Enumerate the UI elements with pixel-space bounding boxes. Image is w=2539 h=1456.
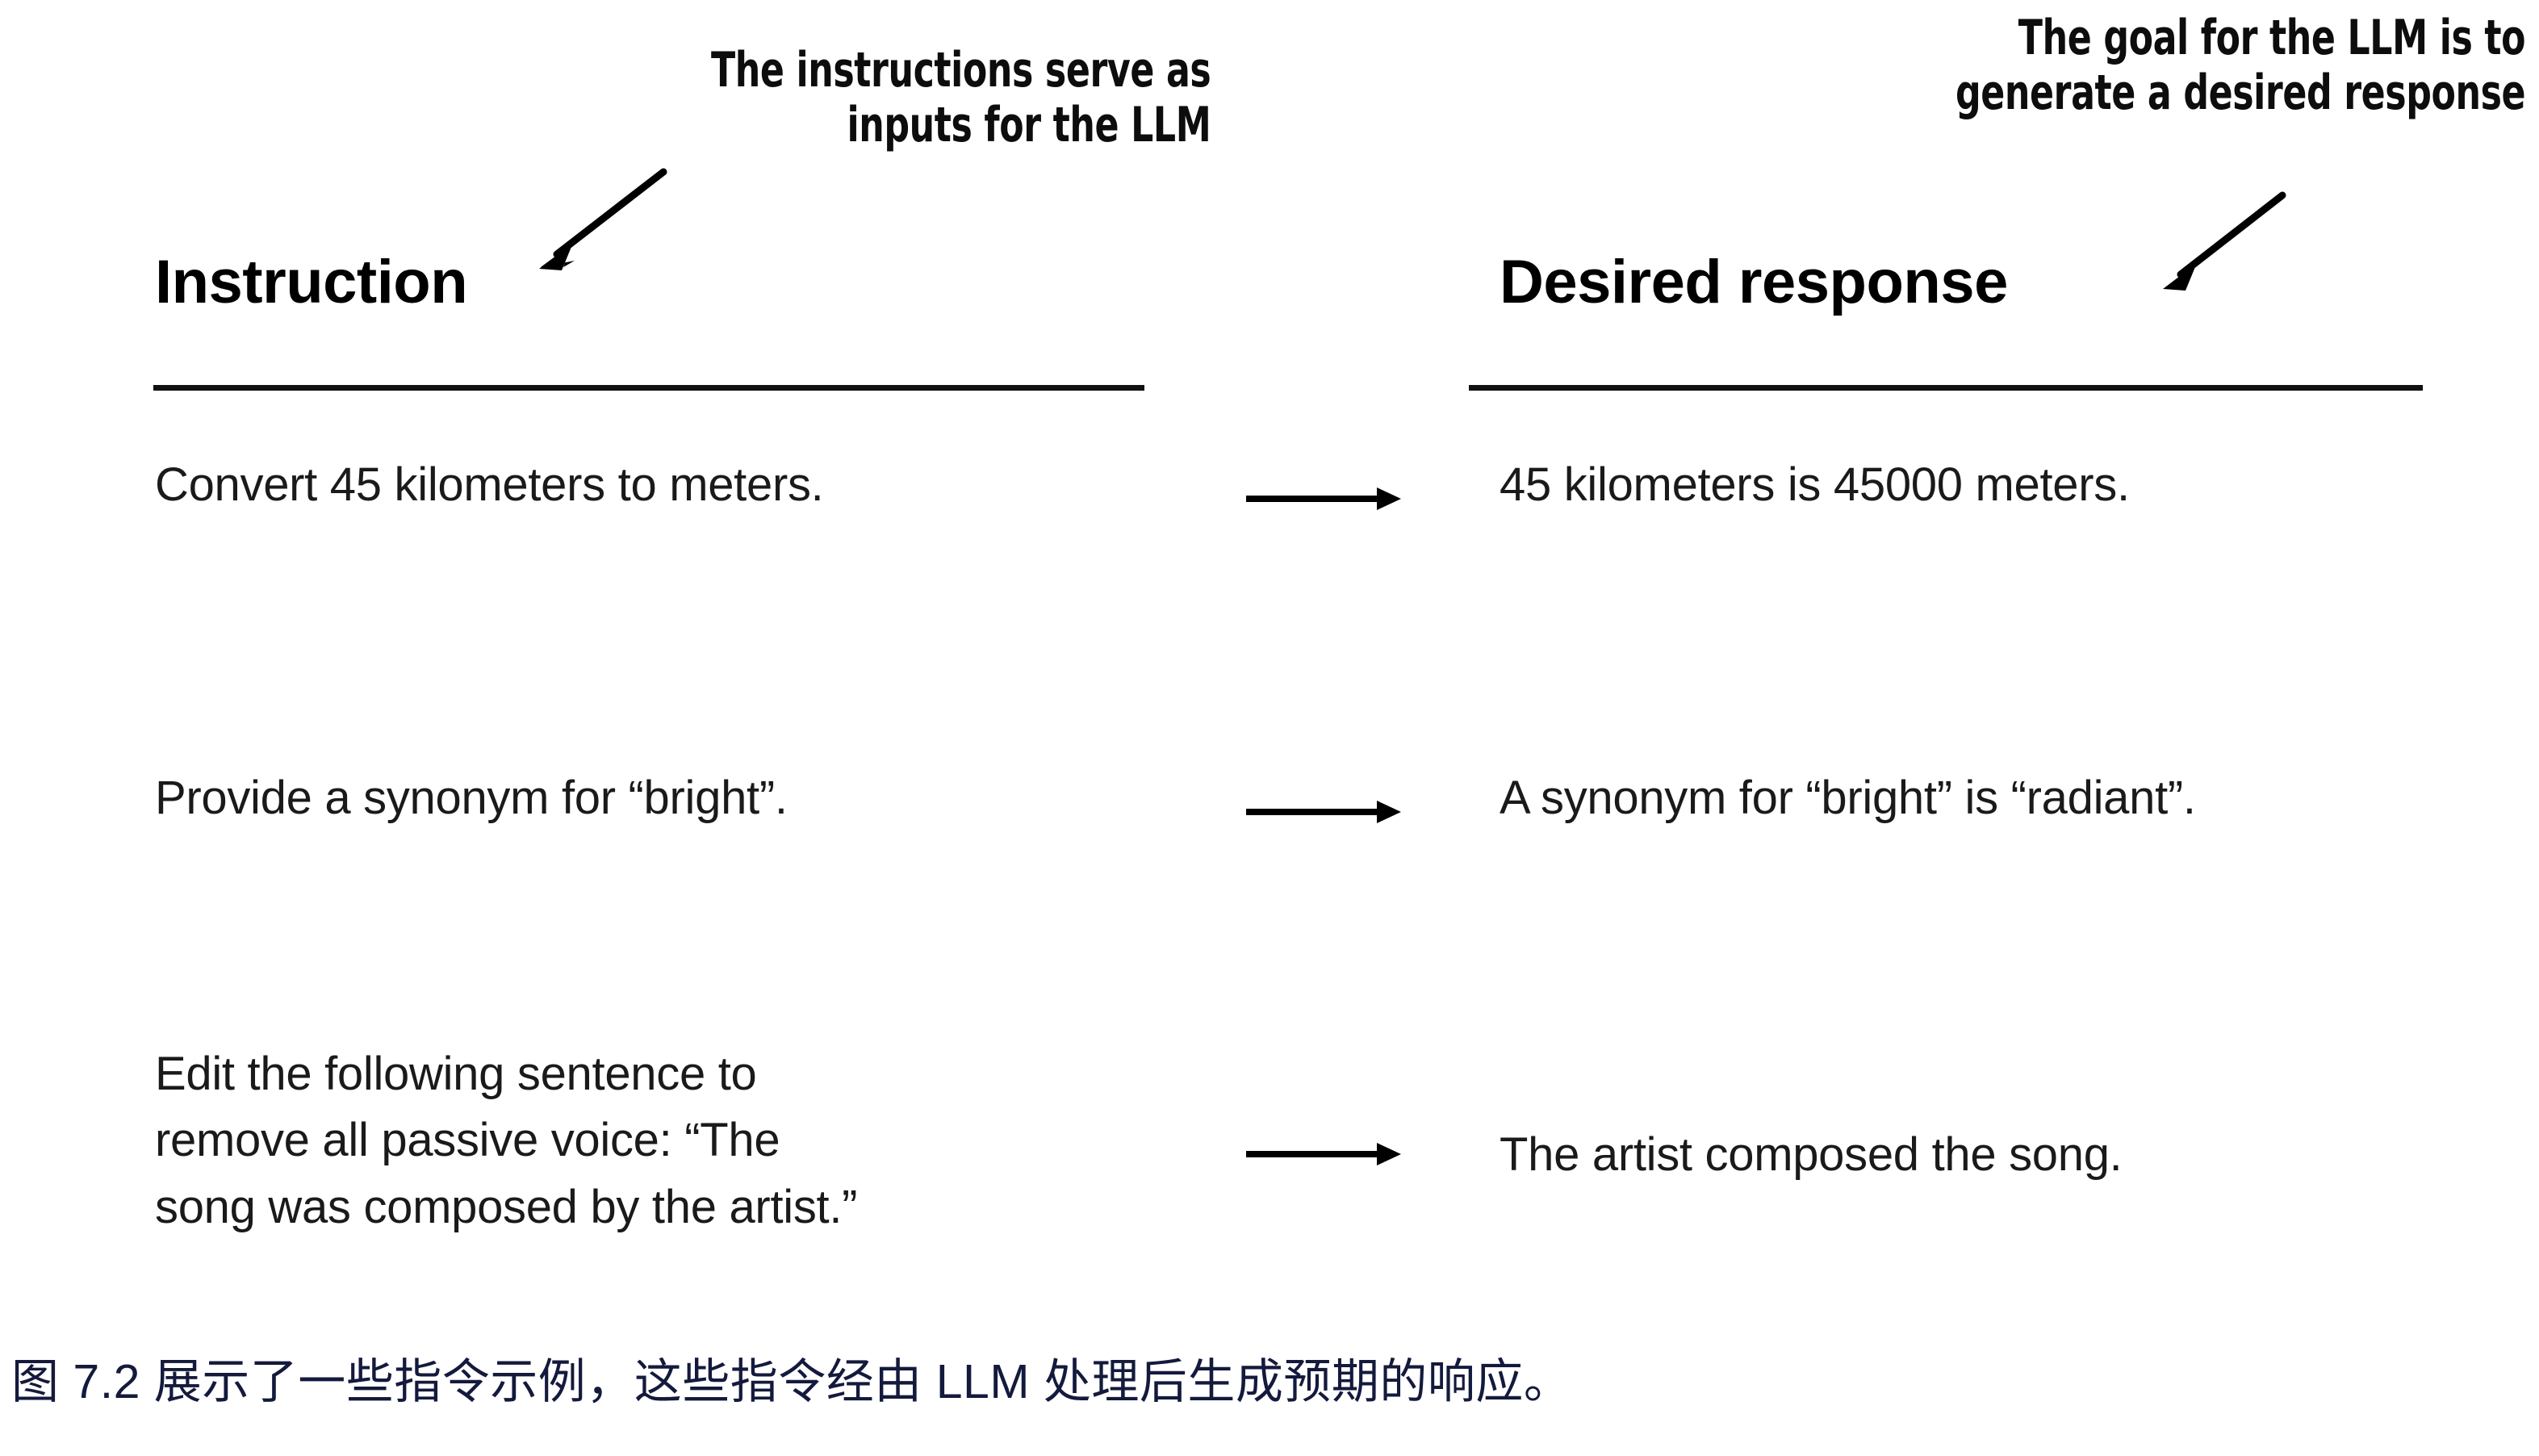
right-arrow-icon xyxy=(1246,801,1401,823)
header-rule-left xyxy=(153,385,1144,391)
response-line: A synonym for “bright” is “radiant”. xyxy=(1500,772,2196,824)
column-heading-instruction: Instruction xyxy=(155,248,468,316)
response-line: 45 kilometers is 45000 meters. xyxy=(1500,458,2130,511)
instruction-line: Provide a synonym for “bright”. xyxy=(155,772,788,824)
annotation-left-line2: inputs for the LLM xyxy=(847,96,1211,153)
diagonal-arrow-down-left-icon xyxy=(539,168,667,270)
response-cell: 45 kilometers is 45000 meters. xyxy=(1500,452,2508,518)
header-rule-right xyxy=(1469,385,2423,391)
response-cell: A synonym for “bright” is “radiant”. xyxy=(1500,765,2508,831)
diagonal-arrow-down-left-icon xyxy=(2163,191,2286,291)
column-heading-desired-response: Desired response xyxy=(1500,248,2008,316)
response-line: The artist composed the song. xyxy=(1500,1128,2123,1181)
annotation-left-text: The instructions serve as inputs for the… xyxy=(710,42,1211,153)
response-cell: The artist composed the song. xyxy=(1500,1122,2508,1188)
instruction-line: Convert 45 kilometers to meters. xyxy=(155,458,824,511)
instruction-line: Edit the following sentence to xyxy=(155,1048,757,1100)
instruction-cell: Edit the following sentence to remove al… xyxy=(155,1041,1148,1241)
annotation-right-text: The goal for the LLM is to generate a de… xyxy=(1955,10,2526,121)
right-arrow-icon xyxy=(1246,487,1401,510)
instruction-cell: Convert 45 kilometers to meters. xyxy=(155,452,1148,518)
instruction-line: song was composed by the artist.” xyxy=(155,1180,858,1233)
figure-caption: 图 7.2 展示了一些指令示例，这些指令经由 LLM 处理后生成预期的响应。 xyxy=(11,1355,1572,1408)
annotation-left-line1: The instructions serve as xyxy=(710,42,1211,98)
instruction-line: remove all passive voice: “The xyxy=(155,1114,780,1167)
annotation-right-line1: The goal for the LLM is to xyxy=(2018,10,2526,66)
annotation-right-line2: generate a desired response xyxy=(1955,64,2526,121)
instruction-cell: Provide a synonym for “bright”. xyxy=(155,765,1148,831)
right-arrow-icon xyxy=(1246,1143,1401,1165)
